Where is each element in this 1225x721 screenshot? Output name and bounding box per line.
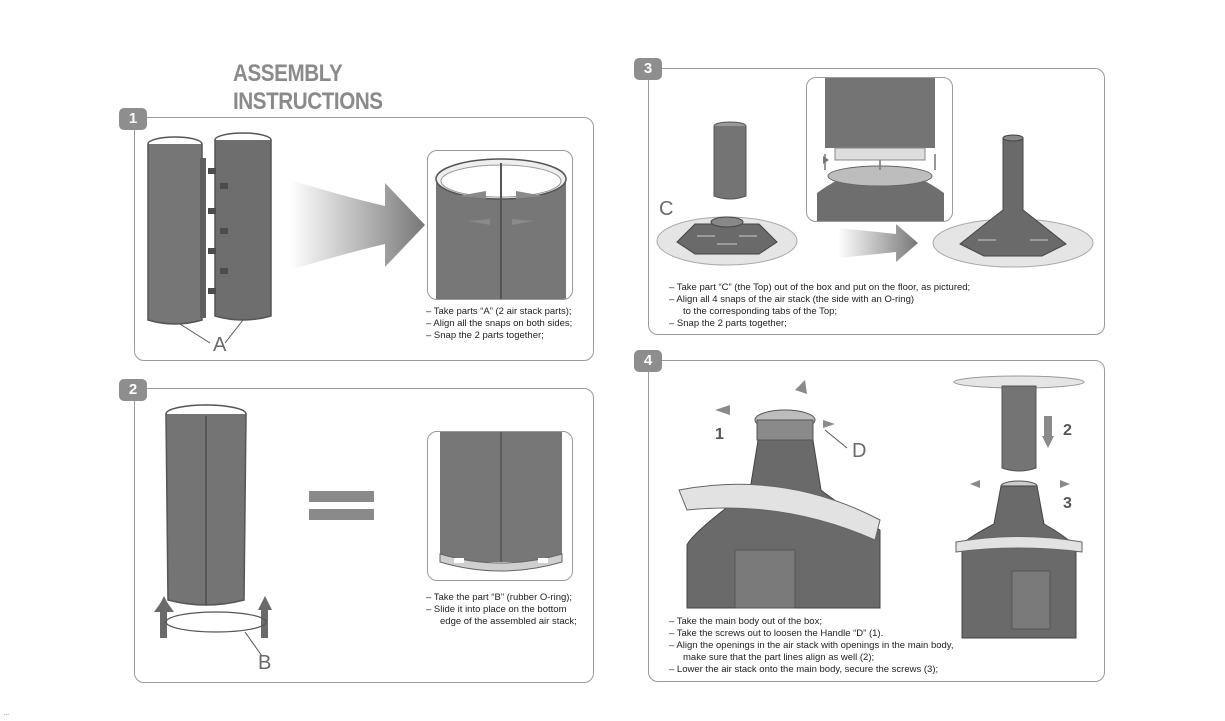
main-body-handle-illustration xyxy=(678,380,881,609)
page-title: ASSEMBLY INSTRUCTIONS xyxy=(233,60,383,115)
step-3-instructions: – Take part “C” (the Top) out of the box… xyxy=(669,282,970,330)
callout-2: 2 xyxy=(1063,422,1072,439)
step-2-detail-inset xyxy=(427,431,573,581)
instruction-line: – Align all 4 snaps of the air stack (th… xyxy=(669,294,915,305)
joined-air-stack-detail xyxy=(435,158,567,299)
instruction-line: – Snap the 2 parts together; xyxy=(426,330,544,341)
step-1-arrow xyxy=(290,180,425,270)
top-part-illustration xyxy=(656,216,798,266)
step-1-badge: 1 xyxy=(119,108,147,130)
step-4-badge: 4 xyxy=(634,350,662,372)
instruction-line: – Snap the 2 parts together; xyxy=(669,318,787,329)
instruction-line: to the corresponding tabs of the Top; xyxy=(683,306,838,317)
instruction-line: – Lower the air stack onto the main body… xyxy=(669,664,939,675)
step-1-instructions: – Take parts “A” (2 air stack parts); – … xyxy=(426,306,572,342)
o-ring-detail xyxy=(439,432,563,572)
callout-1: 1 xyxy=(715,426,724,443)
step-3-arrow xyxy=(838,224,918,262)
part-a-label: A xyxy=(213,334,227,356)
step-3-badge: 3 xyxy=(634,58,662,80)
step-2-instructions: – Take the part “B” (rubber O-ring); – S… xyxy=(426,592,577,628)
instruction-line: – Take the screws out to loosen the Hand… xyxy=(669,628,884,639)
part-d-label: D xyxy=(852,440,867,462)
instruction-line: edge of the assembled air stack; xyxy=(440,616,577,627)
assembled-top-illustration xyxy=(932,134,1094,268)
step-3-detail-inset xyxy=(806,77,953,222)
part-c-label: C xyxy=(659,198,674,220)
air-stack-small-illustration xyxy=(713,121,747,200)
instruction-line: – Align all the snaps on both sides; xyxy=(426,318,573,329)
step-1-detail-inset xyxy=(427,150,573,300)
equals-sign-icon xyxy=(309,491,374,520)
step-4-instructions: – Take the main body out of the box; – T… xyxy=(669,616,953,676)
instruction-line: make sure that the part lines align as w… xyxy=(683,652,875,663)
air-stack-lowering-illustration xyxy=(953,375,1085,639)
instruction-line: – Take parts “A” (2 air stack parts); xyxy=(426,306,572,317)
assembled-air-stack-illustration xyxy=(154,404,272,657)
air-stack-halves-illustration xyxy=(147,132,272,344)
part-b-label: B xyxy=(258,652,272,674)
footer-mark: ... xyxy=(4,711,10,717)
instruction-line: – Slide it into place on the bottom xyxy=(426,604,567,615)
callout-3: 3 xyxy=(1063,495,1072,512)
instruction-line: – Align the openings in the air stack wi… xyxy=(669,640,954,651)
snap-alignment-detail xyxy=(817,78,944,221)
instruction-line: – Take the main body out of the box; xyxy=(669,616,822,627)
instruction-line: – Take part “C” (the Top) out of the box… xyxy=(669,282,971,293)
step-2-badge: 2 xyxy=(119,379,147,401)
instruction-line: – Take the part “B” (rubber O-ring); xyxy=(426,592,573,603)
